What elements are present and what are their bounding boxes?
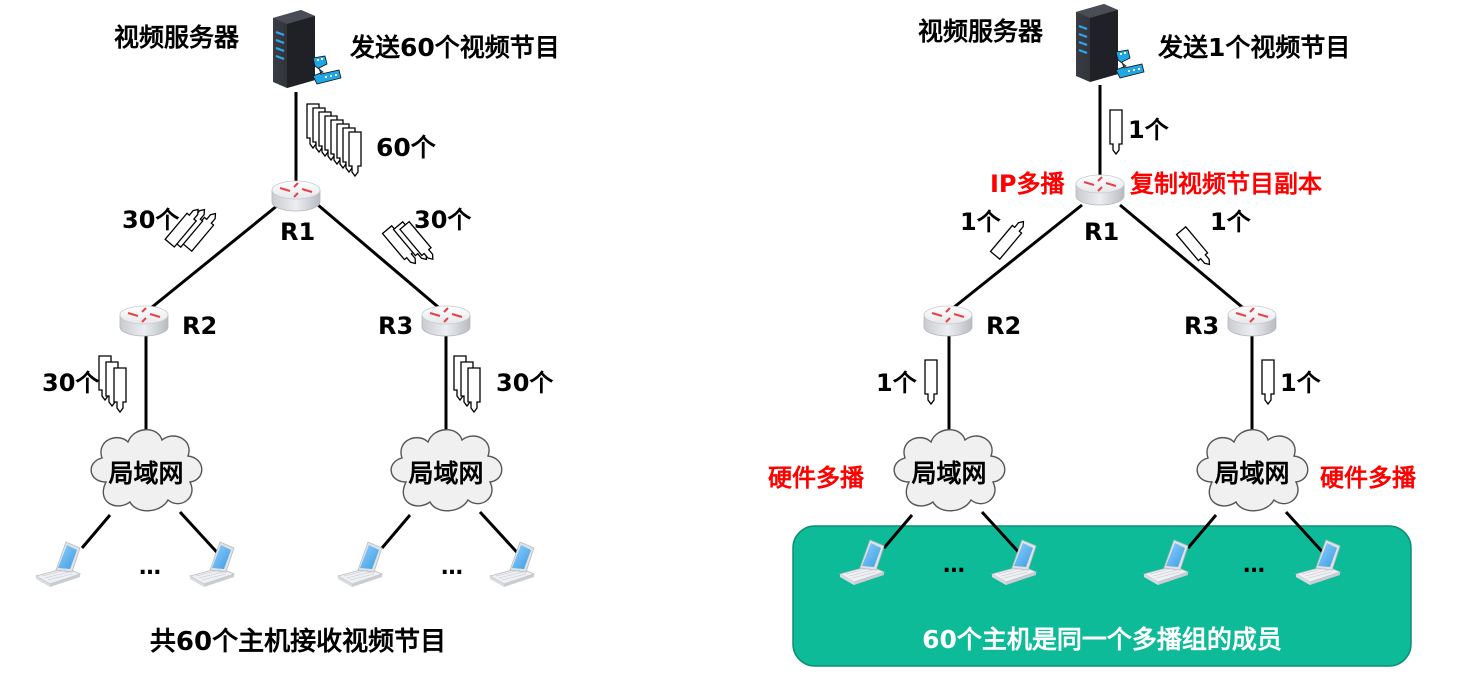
lan2-label: 局域网 bbox=[1214, 459, 1289, 488]
router-r2-icon bbox=[923, 305, 973, 337]
ellipsis-hosts: … bbox=[441, 555, 463, 580]
lan1-label: 局域网 bbox=[911, 459, 986, 488]
laptop-icon bbox=[35, 541, 81, 588]
hardware-multicast-right: 硬件多播 bbox=[1320, 464, 1417, 492]
router-r2-label: R2 bbox=[986, 312, 1021, 340]
ellipsis-hosts: … bbox=[139, 555, 161, 580]
link-lan2-host bbox=[1284, 510, 1330, 560]
router-r1-icon bbox=[1075, 174, 1125, 206]
packets-r3-lan bbox=[453, 355, 481, 413]
video-server-icon bbox=[271, 8, 343, 90]
router-r1-icon bbox=[271, 180, 321, 212]
multicast-group-box bbox=[792, 525, 1412, 667]
router-r2-label: R2 bbox=[182, 312, 217, 340]
link-lan2-host bbox=[1186, 514, 1218, 549]
server-label: 视频服务器 bbox=[918, 17, 1044, 46]
ip-multicast-label: IP多播 bbox=[990, 170, 1066, 198]
send-label: 发送1个视频节目 bbox=[1157, 33, 1350, 62]
right-links bbox=[882, 85, 1330, 560]
count-r1-r3: 1个 bbox=[1210, 208, 1252, 236]
packet-r2-lan bbox=[924, 359, 938, 405]
count-r1-r3: 30个 bbox=[414, 206, 472, 234]
link-lan2-host bbox=[380, 514, 412, 549]
packets-60 bbox=[306, 103, 362, 177]
link-r1-r2 bbox=[947, 203, 1083, 314]
count-r1-r2: 30个 bbox=[122, 206, 180, 234]
count-server-r1: 1个 bbox=[1128, 116, 1170, 144]
count-r2-lan: 30个 bbox=[42, 369, 100, 397]
packet-r3-lan bbox=[1261, 359, 1275, 405]
copy-label: 复制视频节目副本 bbox=[1129, 170, 1322, 198]
group-caption: 60个主机是同一个多播组的成员 bbox=[922, 625, 1282, 654]
count-r3-lan: 1个 bbox=[1280, 369, 1322, 397]
right-diagram: 视频服务器 发送1个视频节目 1个 IP多播 复制视频节目副本 R1 1个 1个… bbox=[768, 2, 1417, 667]
packets-r2-lan bbox=[98, 355, 127, 413]
hardware-multicast-left: 硬件多播 bbox=[768, 464, 865, 492]
count-r1-r2: 1个 bbox=[960, 208, 1002, 236]
server-label: 视频服务器 bbox=[114, 23, 240, 52]
link-r1-r3 bbox=[317, 203, 445, 314]
ellipsis-hosts: … bbox=[943, 553, 965, 578]
link-r1-r2 bbox=[145, 203, 279, 314]
count-r2-lan: 1个 bbox=[876, 369, 918, 397]
link-lan1-host bbox=[980, 510, 1026, 560]
lan1-label: 局域网 bbox=[108, 459, 183, 488]
ellipsis-hosts: … bbox=[1243, 553, 1265, 578]
link-lan1-host bbox=[80, 514, 112, 549]
count-server-r1: 60个 bbox=[376, 133, 437, 162]
lan2-label: 局域网 bbox=[408, 459, 483, 488]
send-label: 发送60个视频节目 bbox=[349, 33, 560, 62]
router-r3-icon bbox=[1227, 305, 1277, 337]
link-r1-r3 bbox=[1119, 203, 1249, 314]
router-r3-icon bbox=[421, 305, 471, 337]
packet-r1-r3 bbox=[1175, 226, 1215, 269]
router-r1-label: R1 bbox=[280, 218, 315, 246]
router-r1-label: R1 bbox=[1084, 218, 1119, 246]
count-r3-lan: 30个 bbox=[496, 369, 554, 397]
left-diagram: 视频服务器 发送60个视频节目 60个 R1 30个 30个 R2 R3 30个 bbox=[35, 8, 560, 657]
packet-server-r1 bbox=[1109, 109, 1123, 155]
link-lan1-host bbox=[882, 514, 914, 549]
laptop-icon bbox=[337, 541, 383, 588]
router-r3-label: R3 bbox=[1184, 312, 1219, 340]
left-caption: 共60个主机接收视频节目 bbox=[150, 627, 446, 657]
left-links bbox=[80, 92, 526, 562]
router-r3-label: R3 bbox=[378, 312, 413, 340]
router-r2-icon bbox=[119, 305, 169, 337]
video-server-icon bbox=[1074, 2, 1146, 84]
